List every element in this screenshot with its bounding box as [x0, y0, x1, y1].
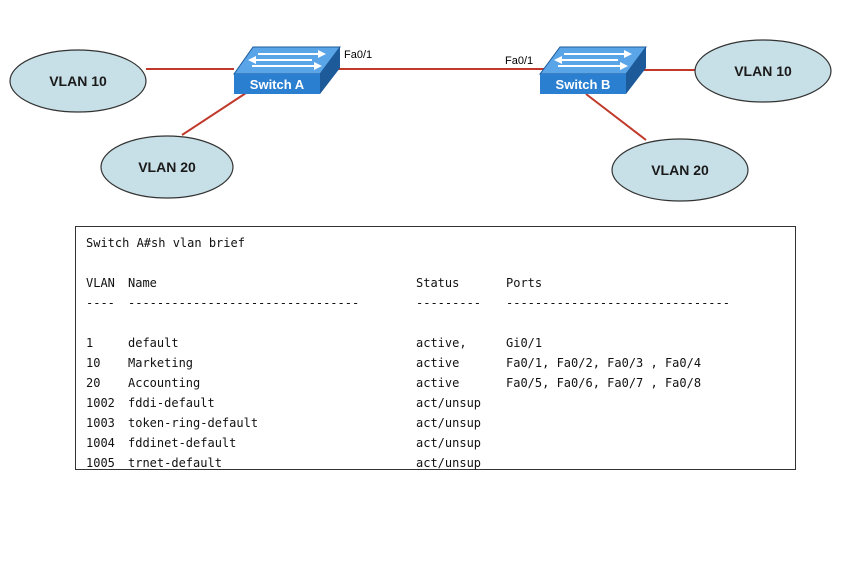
- header-vlan: VLAN: [86, 276, 115, 290]
- row-vlan-id: 1004: [86, 436, 115, 450]
- row-vlan-id: 20: [86, 376, 101, 390]
- blank-line: [86, 313, 795, 333]
- row-vlan-status: act/unsup: [416, 436, 482, 450]
- row-vlan-name: Accounting: [128, 376, 201, 390]
- header-status: Status: [416, 276, 460, 290]
- row-vlan-name: token-ring-default: [128, 416, 259, 430]
- row-vlan-status: act/unsup: [416, 456, 482, 470]
- vlan-table-row: 10 Marketing active Fa0/1, Fa0/2, Fa0/3 …: [86, 353, 795, 373]
- row-vlan-name: fddi-default: [128, 396, 215, 410]
- vlan-table-row: 20 Accounting active Fa0/5, Fa0/6, Fa0/7…: [86, 373, 795, 393]
- vlan-node-label: VLAN 10: [49, 73, 107, 89]
- vlan-node-b-10: VLAN 10: [694, 39, 832, 103]
- vlan-node-a-20: VLAN 20: [100, 135, 234, 199]
- row-vlan-id: 1: [86, 336, 94, 350]
- switch-a-port-label: Fa0/1: [344, 49, 372, 61]
- vlan-table-row: 1 default active, Gi0/1: [86, 333, 795, 353]
- vlan-node-label: VLAN 10: [734, 63, 792, 79]
- row-vlan-name: trnet-default: [128, 456, 222, 470]
- network-diagram: VLAN 10 VLAN 20 VLAN 10 VLAN 20 Switch A…: [9, 39, 832, 202]
- separator-name: --------------------------------: [128, 296, 360, 310]
- link-a-vlan20: [181, 92, 247, 136]
- row-vlan-name: fddinet-default: [128, 436, 237, 450]
- vlan-table-row: 1003 token-ring-default act/unsup: [86, 413, 795, 433]
- row-vlan-ports: Fa0/1, Fa0/2, Fa0/3 , Fa0/4: [506, 356, 702, 370]
- switch-b-port-label: Fa0/1: [505, 55, 533, 67]
- row-vlan-name: Marketing: [128, 356, 194, 370]
- row-vlan-status: active: [416, 376, 460, 390]
- row-vlan-ports: Fa0/5, Fa0/6, Fa0/7 , Fa0/8: [506, 376, 702, 390]
- row-vlan-status: act/unsup: [416, 396, 482, 410]
- vlan-table-row: 1002 fddi-default act/unsup: [86, 393, 795, 413]
- link-b-vlan20: [585, 93, 647, 141]
- row-vlan-id: 1002: [86, 396, 115, 410]
- separator-vlan: ----: [86, 296, 115, 310]
- switch-b-icon: Switch B: [539, 46, 647, 94]
- vlan-table-separator: ---- -------------------------------- --…: [86, 293, 795, 313]
- row-vlan-name: default: [128, 336, 179, 350]
- vlan-node-label: VLAN 20: [138, 159, 196, 175]
- vlan-table-row: 1005 trnet-default act/unsup: [86, 453, 795, 473]
- switch-b-label: Switch B: [556, 77, 611, 92]
- switch-a-icon: Switch A: [233, 46, 341, 94]
- blank-line: [86, 253, 795, 273]
- row-vlan-id: 1003: [86, 416, 115, 430]
- vlan-table-row: 1004 fddinet-default act/unsup: [86, 433, 795, 453]
- separator-status: ---------: [416, 296, 482, 310]
- header-name: Name: [128, 276, 157, 290]
- vlan-table-header: VLAN Name Status Ports: [86, 273, 795, 293]
- row-vlan-id: 1005: [86, 456, 115, 470]
- row-vlan-status: active,: [416, 336, 467, 350]
- vlan-node-label: VLAN 20: [651, 162, 709, 178]
- header-ports: Ports: [506, 276, 543, 290]
- vlan-node-b-20: VLAN 20: [611, 138, 749, 202]
- separator-ports: -------------------------------: [506, 296, 730, 310]
- row-vlan-id: 10: [86, 356, 101, 370]
- vlan-node-a-10: VLAN 10: [9, 49, 147, 113]
- cli-output-box: Switch A#sh vlan brief VLAN Name Status …: [75, 226, 796, 470]
- switch-a-label: Switch A: [250, 77, 305, 92]
- row-vlan-status: act/unsup: [416, 416, 482, 430]
- cli-command: Switch A#sh vlan brief: [86, 236, 245, 250]
- row-vlan-status: active: [416, 356, 460, 370]
- row-vlan-ports: Gi0/1: [506, 336, 543, 350]
